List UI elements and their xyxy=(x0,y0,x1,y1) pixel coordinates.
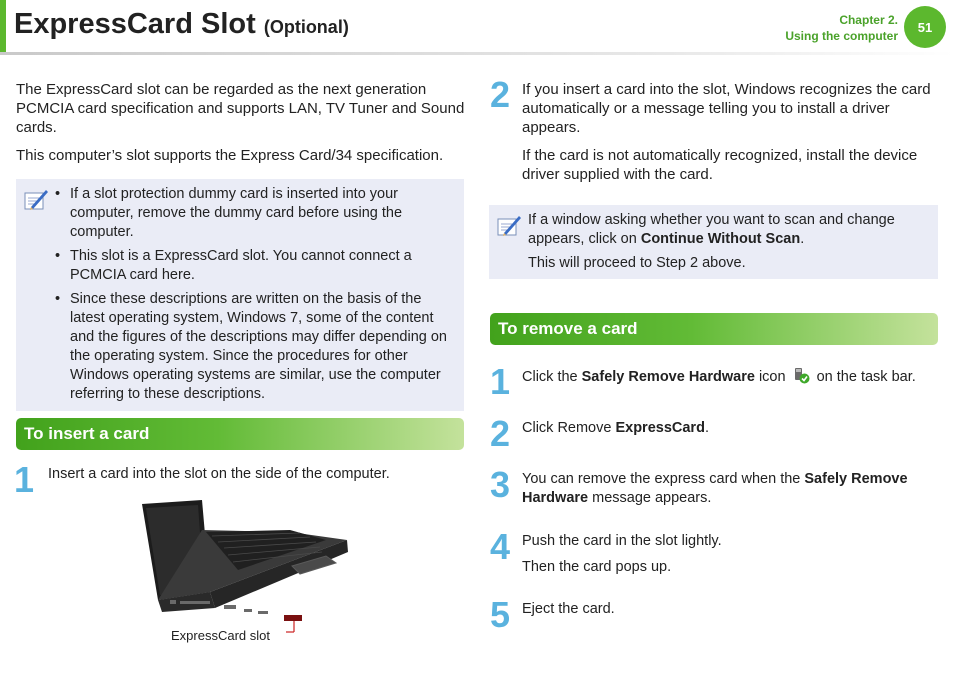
chapter-label: Chapter 2. Using the computer xyxy=(785,12,898,44)
remove-step-4-text: Push the card in the slot lightly. xyxy=(522,533,722,549)
note-bullet: • This slot is a ExpressCard slot. You c… xyxy=(55,247,450,285)
section-heading-remove: To remove a card xyxy=(490,313,938,345)
continue-without-scan-label: Continue Without Scan xyxy=(640,231,801,247)
chapter-number: Chapter 2. xyxy=(839,13,898,27)
remove-step-3-text: You can remove the express card when the… xyxy=(522,470,938,508)
bullet-dot: • xyxy=(55,186,61,202)
note-right-line-b: This will proceed to Step 2 above. xyxy=(528,255,746,271)
step-number: 1 xyxy=(14,459,35,500)
remove-step-5-text: Eject the card. xyxy=(522,601,615,617)
step-number: 2 xyxy=(490,413,511,454)
remove-step-text: You can remove the express card when the xyxy=(522,471,805,487)
chapter-title: Using the computer xyxy=(785,29,898,43)
remove-step-text: icon xyxy=(754,369,786,385)
expresscard-label: ExpressCard xyxy=(615,420,705,436)
note-bullet-text: Since these descriptions are written on … xyxy=(70,291,447,402)
note-bullet: • Since these descriptions are written o… xyxy=(55,290,450,404)
header-divider xyxy=(0,52,954,55)
remove-step-text: Click the xyxy=(522,369,582,385)
step-number: 3 xyxy=(490,464,511,505)
note-bullet: • If a slot protection dummy card is ins… xyxy=(55,185,450,242)
note-box-right: If a window asking whether you want to s… xyxy=(489,205,938,279)
memo-pen-icon xyxy=(24,190,48,210)
safely-remove-hardware-label: Safely Remove Hardware xyxy=(522,471,908,506)
laptop-illustration xyxy=(142,500,348,633)
note-right-line-a: If a window asking whether you want to s… xyxy=(528,211,928,249)
remove-step-text: Click Remove xyxy=(522,420,616,436)
bullet-dot: • xyxy=(55,291,61,307)
page-title: ExpressCard Slot (Optional) xyxy=(14,8,349,41)
intro-paragraph-1: The ExpressCard slot can be regarded as … xyxy=(16,81,465,136)
section-heading-insert: To insert a card xyxy=(16,418,464,450)
remove-step-text: on the task bar. xyxy=(812,369,916,385)
intro-paragraph-2: This computer’s slot supports the Expres… xyxy=(16,147,444,164)
bullet-dot: • xyxy=(55,248,61,264)
page-number-badge: 51 xyxy=(904,6,946,48)
note-right-text: If a window asking whether you want to s… xyxy=(528,212,895,247)
step2-text-2: If the card is not automatically recogni… xyxy=(522,147,918,183)
note-bullet-text: This slot is a ExpressCard slot. You can… xyxy=(70,248,412,283)
remove-step-text: message appears. xyxy=(588,490,712,506)
header-accent-bar xyxy=(0,0,6,52)
step2-text: If you insert a card into the slot, Wind… xyxy=(522,81,931,136)
memo-pen-icon xyxy=(497,216,521,236)
step-number: 5 xyxy=(490,594,511,635)
safely-remove-hardware-label: Safely Remove Hardware xyxy=(581,369,755,385)
remove-step-2-text: Click Remove ExpressCard. xyxy=(522,419,938,438)
note-right-period: . xyxy=(800,231,805,247)
figure-caption: ExpressCard slot xyxy=(171,628,270,643)
safely-remove-hardware-icon xyxy=(794,368,810,384)
note-bullet-text: If a slot protection dummy card is inser… xyxy=(70,186,403,240)
page-title-suffix: (Optional) xyxy=(263,17,349,37)
remove-step-1-text: Click the Safely Remove Hardware icon on… xyxy=(522,367,942,387)
remove-step-4-text-2: Then the card pops up. xyxy=(522,559,672,575)
step-number: 1 xyxy=(490,361,511,402)
insert-step-1-text: Insert a card into the slot on the side … xyxy=(48,466,390,482)
remove-step-text: . xyxy=(704,420,709,436)
step-number: 4 xyxy=(490,526,511,567)
note-box-left: • If a slot protection dummy card is ins… xyxy=(16,179,464,411)
page-title-text: ExpressCard Slot xyxy=(14,8,256,40)
step-number: 2 xyxy=(490,74,511,115)
